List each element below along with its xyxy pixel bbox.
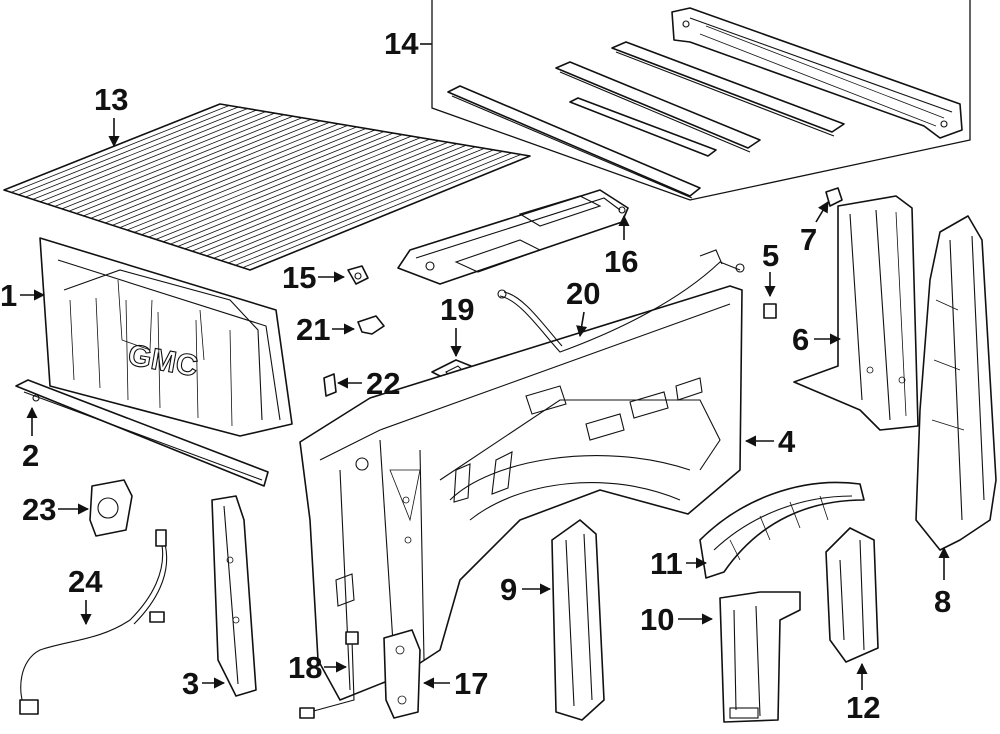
bed-mat-rib	[40, 111, 266, 203]
part-13-bed-mat[interactable]	[3, 103, 531, 271]
bed-mat-rib	[76, 118, 312, 214]
part-18-cable[interactable]	[299, 631, 359, 719]
callout-21: 21	[296, 312, 330, 347]
part-14-crossmember-group[interactable]	[431, 0, 971, 201]
part-7-plug[interactable]	[825, 187, 843, 207]
part-1-front-panel[interactable]: GMC	[39, 237, 293, 437]
callout-5: 5	[762, 238, 779, 273]
bed-mat-rib	[83, 120, 321, 217]
callout-12: 12	[846, 690, 880, 725]
bed-mat-rib	[47, 112, 275, 205]
bed-mat-rib	[163, 137, 421, 243]
part-5-clip[interactable]	[763, 303, 777, 319]
callout-labels: 1 2 3 4 5 6 7 8 9 10 11 12 13	[0, 26, 951, 725]
bed-mat-rib	[242, 154, 522, 269]
callout-24: 24	[68, 564, 103, 599]
callout-13: 13	[94, 82, 128, 117]
bed-mat-rib	[32, 109, 257, 200]
callout-9: 9	[500, 572, 517, 607]
callout-16: 16	[604, 244, 638, 279]
part-3-inner-panel[interactable]	[211, 495, 257, 697]
bed-mat-rib	[213, 147, 485, 259]
callout-15: 15	[282, 260, 316, 295]
part-16-floor-bracket[interactable]	[397, 189, 629, 285]
part-21-bracket[interactable]	[357, 315, 385, 335]
callout-20: 20	[566, 276, 600, 311]
callout-18: 18	[288, 650, 322, 685]
callout-14: 14	[384, 26, 419, 61]
bed-mat-rib	[184, 141, 449, 250]
bed-mat-rib	[90, 121, 330, 219]
bed-mat-rib	[170, 138, 430, 245]
bed-mat-rib	[177, 140, 439, 247]
bed-mat-rib	[119, 128, 367, 229]
bed-mat-rib	[61, 115, 294, 210]
bed-mat-rib	[54, 114, 284, 207]
bed-mat-rib	[105, 125, 348, 224]
part-24-harness[interactable]	[19, 529, 168, 715]
part-10-wheelhouse-ext[interactable]	[719, 591, 801, 723]
bed-mat-rib	[112, 126, 357, 226]
bed-mat-rib	[228, 151, 503, 264]
part-15-clip[interactable]	[347, 265, 369, 285]
part-4-side-panel[interactable]	[299, 285, 743, 701]
bed-mat-rib	[68, 117, 303, 212]
bed-mat-rib	[199, 144, 467, 254]
bed-mat-rib	[155, 135, 412, 240]
callout-22: 22	[366, 366, 400, 401]
bed-mat-rib	[97, 123, 339, 221]
callout-3: 3	[182, 666, 199, 701]
callout-4: 4	[778, 424, 796, 459]
callout-8: 8	[934, 584, 951, 619]
bed-mat-rib	[220, 149, 494, 261]
part-22-bracket[interactable]	[323, 373, 337, 397]
part-11-wheel-arch[interactable]	[699, 481, 865, 579]
part-12-bracket[interactable]	[825, 527, 879, 663]
part-2-lower-crossmember[interactable]	[15, 379, 269, 487]
callout-23: 23	[22, 492, 56, 527]
bed-mat-rib	[141, 132, 394, 236]
bed-mat-rib	[235, 152, 512, 266]
callout-10: 10	[640, 602, 674, 637]
part-8-rear-pillar[interactable]	[915, 215, 997, 551]
part-23-socket[interactable]	[89, 479, 133, 537]
callout-7: 7	[800, 222, 817, 257]
bed-mat-rib	[18, 106, 239, 196]
callout-17: 17	[454, 666, 488, 701]
bed-mat-rib	[25, 108, 248, 198]
callout-6: 6	[792, 322, 809, 357]
bed-mat-rib	[11, 105, 230, 193]
bed-mat-rib	[206, 146, 476, 257]
part-6-corner-reinforcement[interactable]	[793, 195, 919, 431]
part-20-wire-harness[interactable]	[497, 249, 745, 353]
bed-mat-rib	[148, 134, 403, 238]
bed-mat-rib	[126, 129, 376, 231]
callout-1: 1	[0, 278, 17, 313]
callout-19: 19	[440, 292, 474, 327]
callout-2: 2	[22, 438, 39, 473]
bed-mat-rib	[191, 143, 458, 252]
part-17-plate[interactable]	[383, 629, 421, 719]
bed-mat-rib	[134, 131, 385, 233]
callout-11: 11	[650, 546, 683, 581]
part-9-pillar[interactable]	[551, 519, 605, 721]
